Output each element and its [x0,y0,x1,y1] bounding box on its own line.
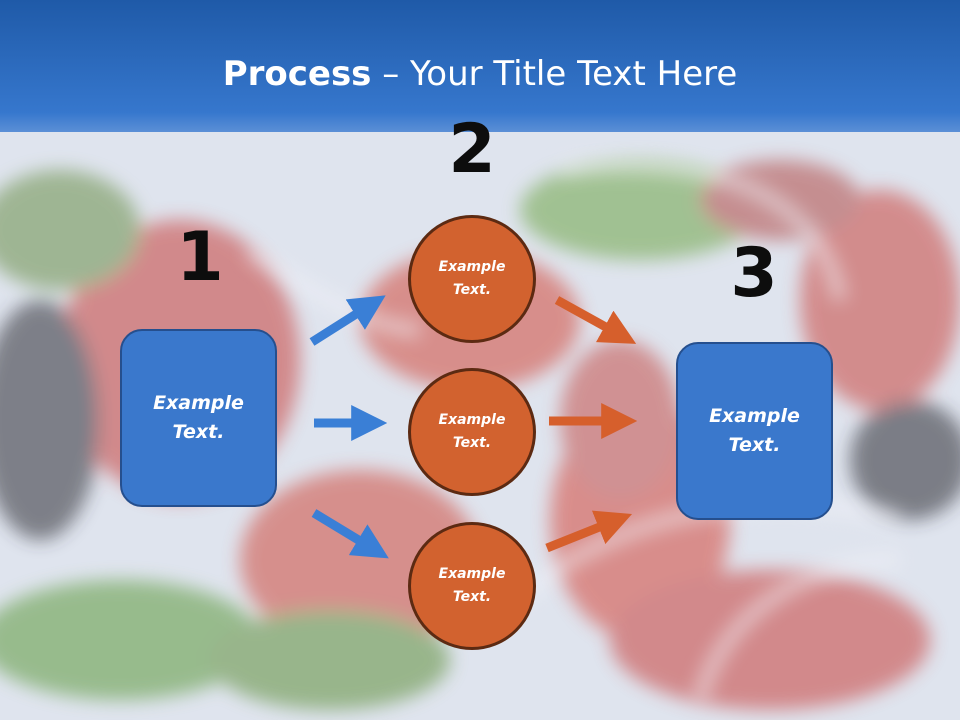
arrow-blue-up [309,295,386,346]
step-3-label-line-2: Text. [728,434,781,456]
arrow-orange-down [554,296,637,344]
step-3-label-line-1: Example [709,405,800,427]
circle-bottom-label-line-2: Text. [452,589,492,605]
step-1-label: Example Text. [153,389,244,447]
arrow-blue-down [311,509,389,559]
title-rest: – Your Title Text Here [371,54,738,94]
step-1-box: Example Text. [120,329,277,507]
circle-middle: Example Text. [408,368,536,496]
circle-top-label-line-2: Text. [452,282,492,298]
step-number-2: 2 [448,110,496,189]
step-number-1: 1 [176,218,224,297]
step-3-box: Example Text. [676,342,833,520]
step-number-3: 3 [730,234,778,313]
circle-bottom: Example Text. [408,522,536,650]
circle-bottom-label-line-1: Example [438,566,506,582]
circle-top-label-line-1: Example [438,259,506,275]
circle-top: Example Text. [408,215,536,343]
circle-middle-label-line-2: Text. [452,435,492,451]
circle-middle-label-line-1: Example [438,412,506,428]
step-1-label-line-2: Text. [172,421,225,443]
slide-title: Process – Your Title Text Here [0,50,960,98]
arrow-orange-up [545,510,633,553]
title-bold-word: Process [222,54,372,94]
step-3-label: Example Text. [709,402,800,460]
step-1-label-line-1: Example [153,392,244,414]
